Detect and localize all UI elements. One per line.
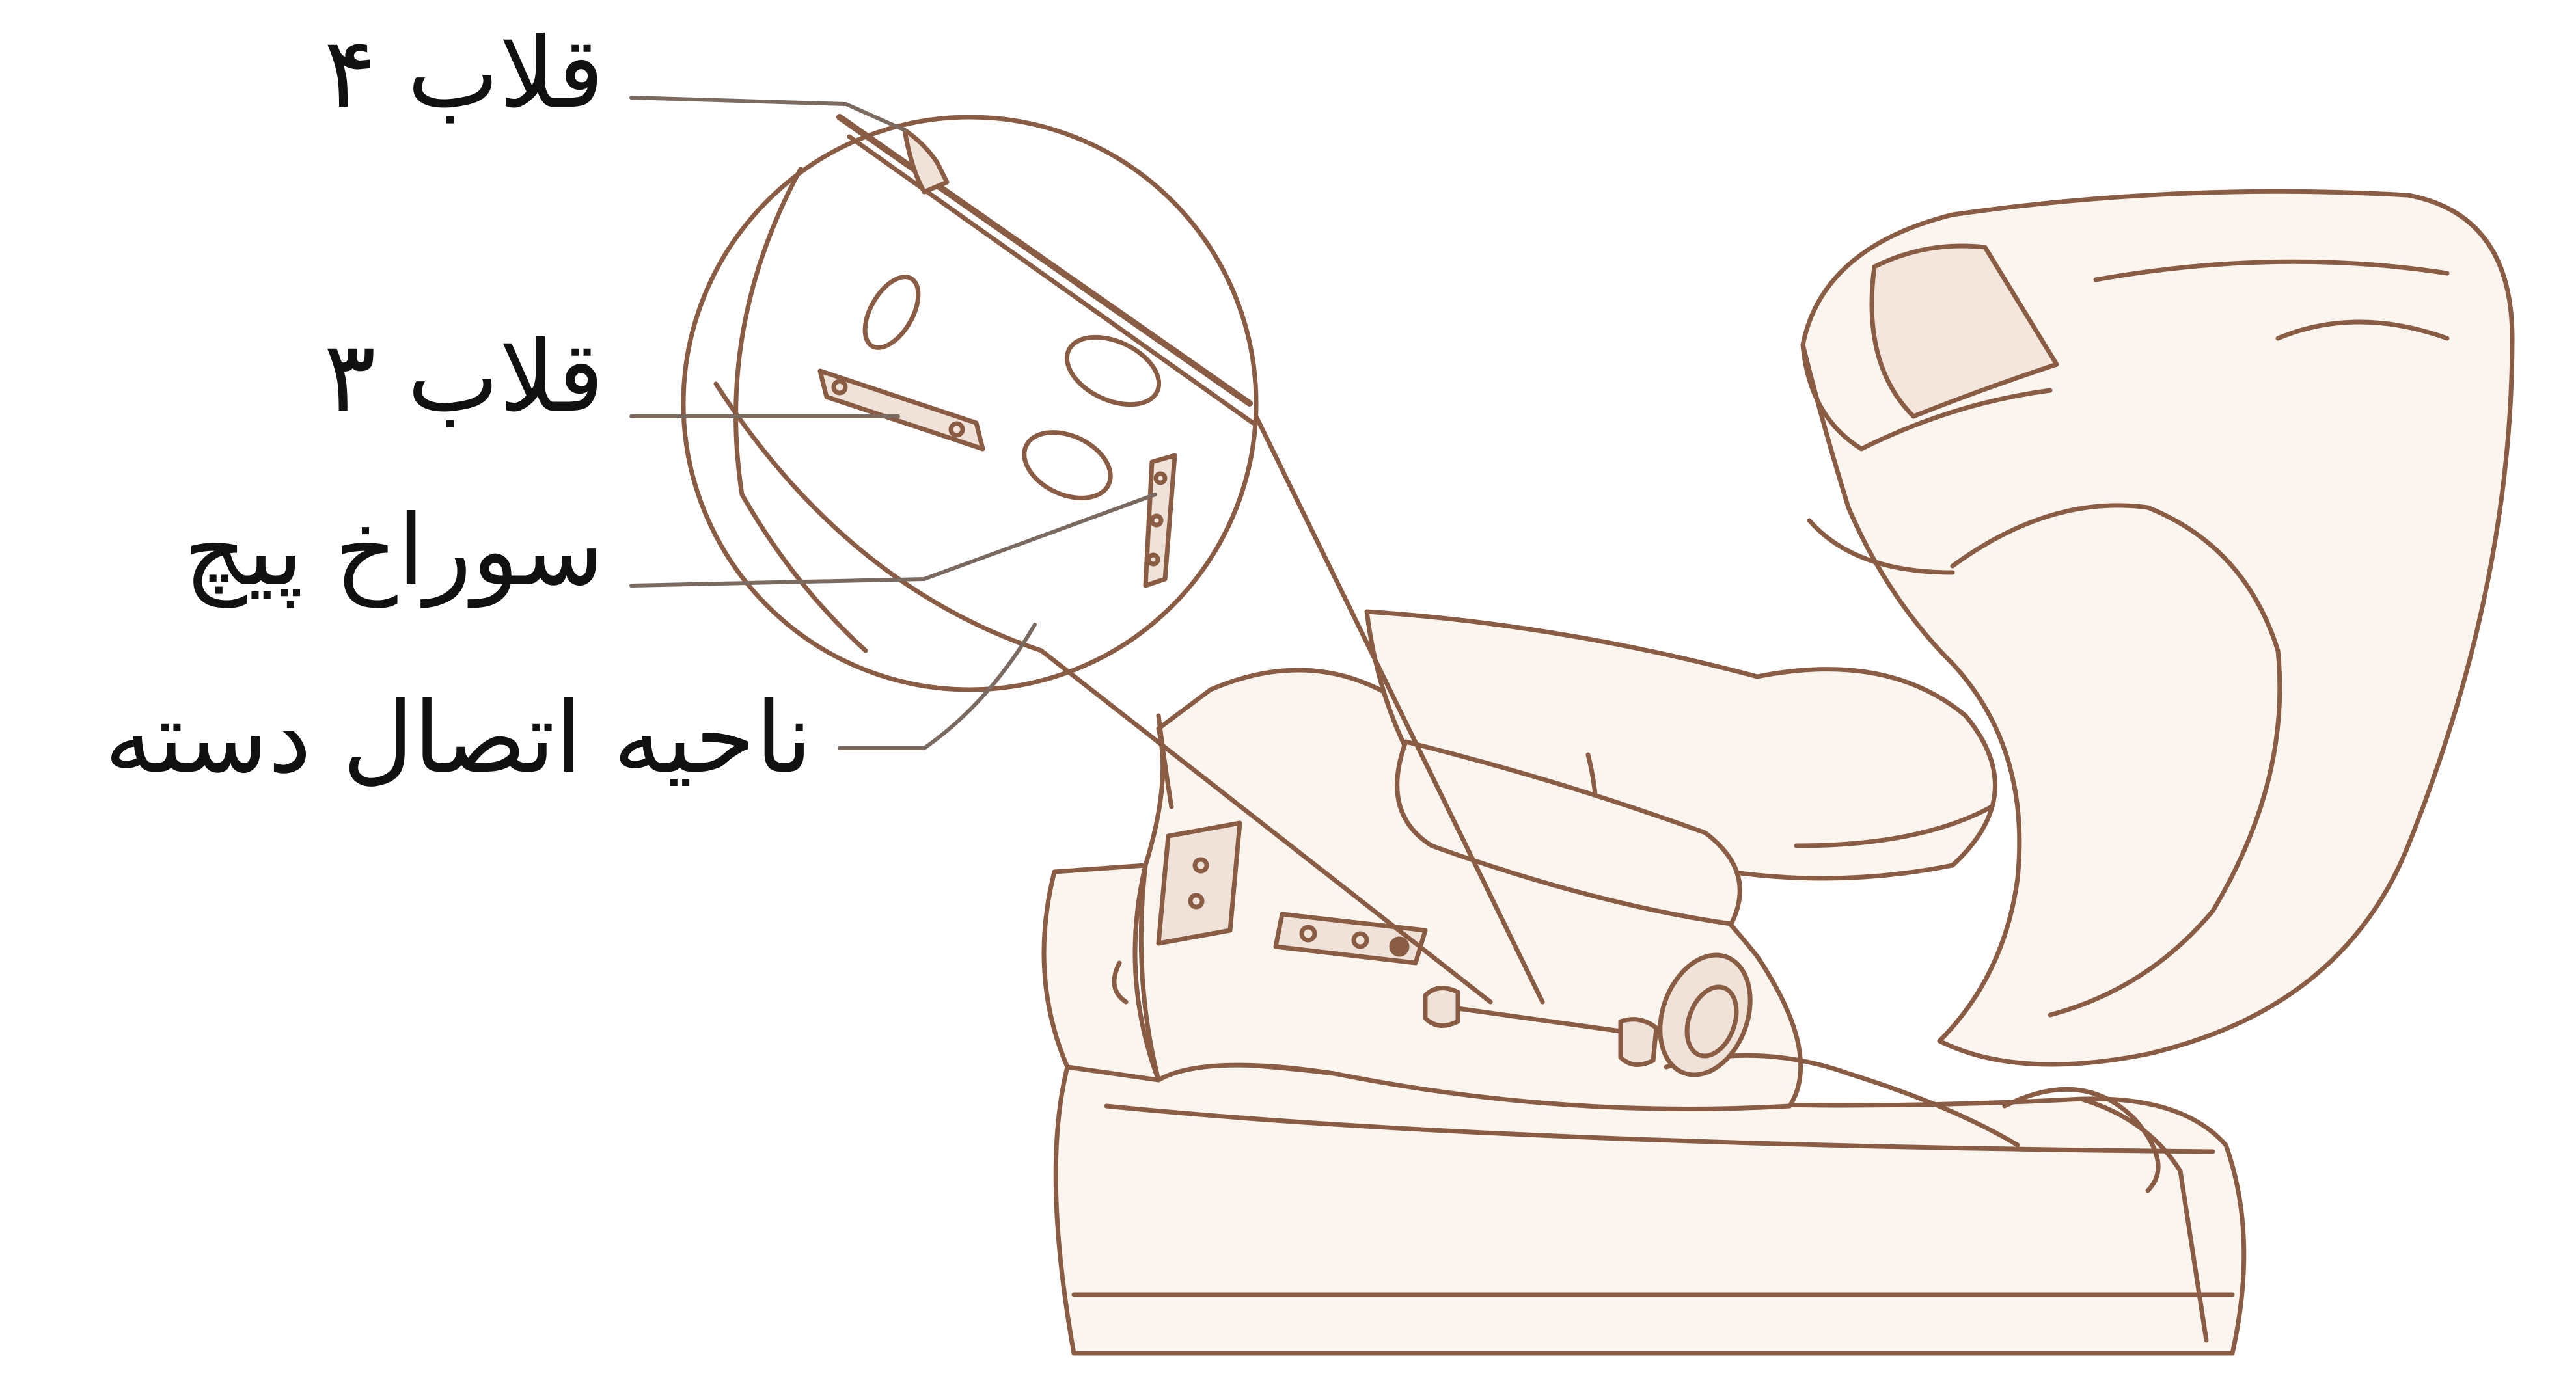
detail-magnifier — [683, 117, 1256, 690]
screw-hole-label: سوراخ پیچ — [184, 502, 604, 600]
armrest-connection-area-label: ناحیه اتصال دسته — [104, 690, 812, 787]
hook-3-label: قلاب ۳ — [323, 329, 604, 426]
backrest-shell — [1803, 191, 2512, 1064]
leader-hook4 — [631, 98, 905, 130]
hook-4-label: قلاب ۴ — [323, 25, 604, 122]
